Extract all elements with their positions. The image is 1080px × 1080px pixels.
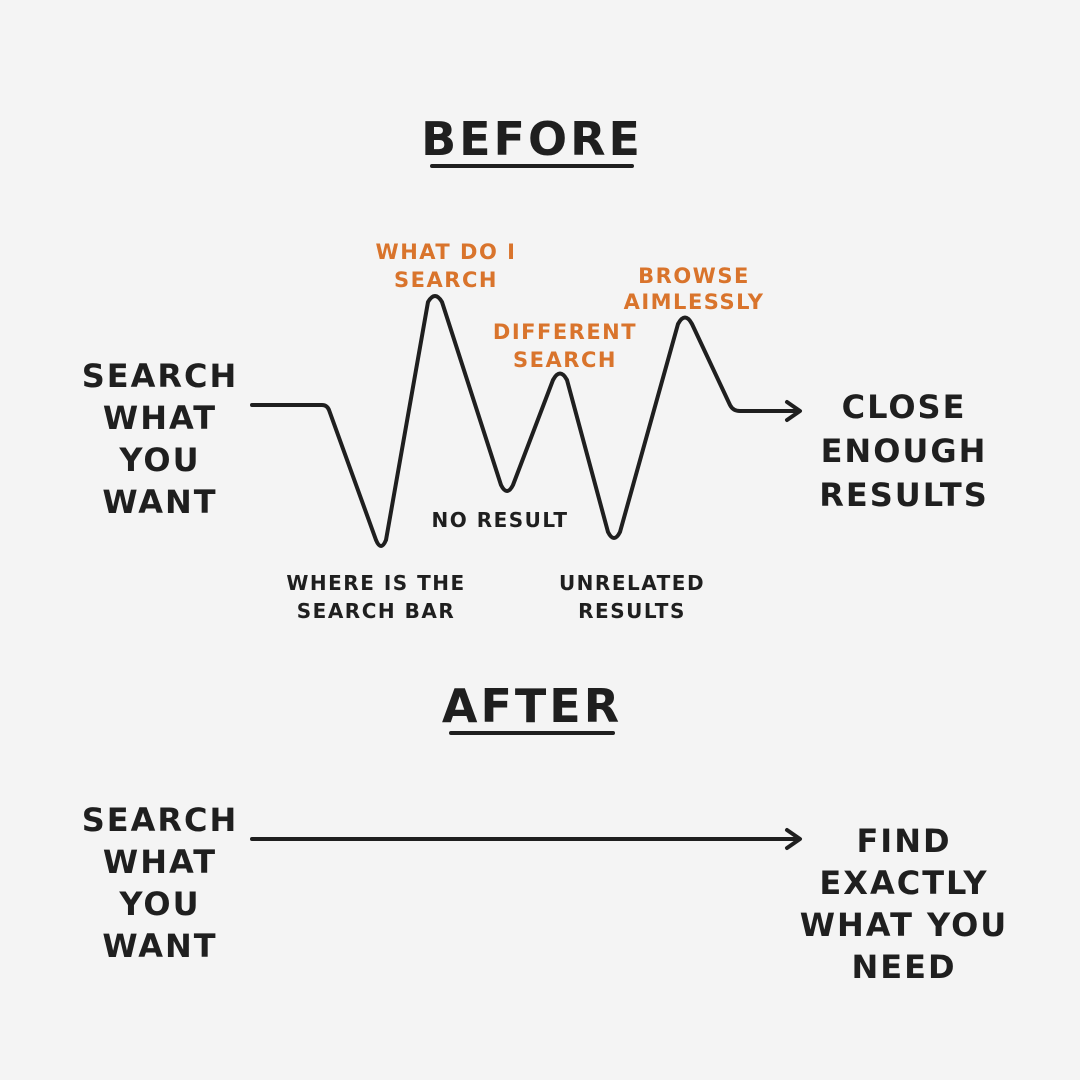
svg-text:UNRELATED: UNRELATED [559,571,705,595]
dip-label-no-result: NO RESULT [432,508,569,532]
svg-text:WANT: WANT [102,483,217,521]
svg-text:WHERE IS THE: WHERE IS THE [286,571,465,595]
svg-text:SEARCH: SEARCH [82,801,239,839]
svg-text:SEARCH: SEARCH [82,357,239,395]
svg-text:WHAT: WHAT [103,399,217,437]
svg-text:RESULTS: RESULTS [819,476,989,514]
svg-text:WANT: WANT [102,927,217,965]
peak-label-browse-aimlessly: BROWSE AIMLESSLY [624,264,765,314]
svg-text:FIND: FIND [856,822,951,860]
before-end-label: CLOSE ENOUGH RESULTS [819,388,989,514]
after-arrow-head [785,828,802,850]
dip-label-unrelated-results: UNRELATED RESULTS [559,571,705,623]
svg-text:ENOUGH: ENOUGH [821,432,988,470]
svg-text:AIMLESSLY: AIMLESSLY [624,290,765,314]
after-end-label: FIND EXACTLY WHAT YOU NEED [800,822,1009,986]
svg-text:EXACTLY: EXACTLY [819,864,988,902]
dip-label-where-is-the-search-bar: WHERE IS THE SEARCH BAR [286,571,465,623]
svg-text:RESULTS: RESULTS [578,599,686,623]
svg-text:NO RESULT: NO RESULT [432,508,569,532]
before-heading: BEFORE [421,112,643,166]
svg-text:WHAT: WHAT [103,843,217,881]
svg-text:CLOSE: CLOSE [842,388,967,426]
svg-text:WHAT YOU: WHAT YOU [800,906,1009,944]
before-start-label: SEARCH WHAT YOU WANT [82,357,239,521]
peak-label-what-do-i-search: WHAT DO I SEARCH [376,240,517,292]
svg-text:DIFFERENT: DIFFERENT [493,320,637,344]
before-journey-line [250,294,798,548]
svg-text:WHAT DO I: WHAT DO I [376,240,517,264]
svg-text:NEED: NEED [851,948,956,986]
after-heading: AFTER [442,679,622,733]
svg-text:YOU: YOU [118,885,200,923]
after-start-label: SEARCH WHAT YOU WANT [82,801,239,965]
before-arrow-head [785,400,802,422]
svg-text:SEARCH BAR: SEARCH BAR [297,599,455,623]
svg-text:YOU: YOU [118,441,200,479]
svg-text:SEARCH: SEARCH [394,268,498,292]
svg-text:BROWSE: BROWSE [638,264,750,288]
peak-label-different-search: DIFFERENT SEARCH [493,320,637,372]
svg-text:SEARCH: SEARCH [513,348,617,372]
